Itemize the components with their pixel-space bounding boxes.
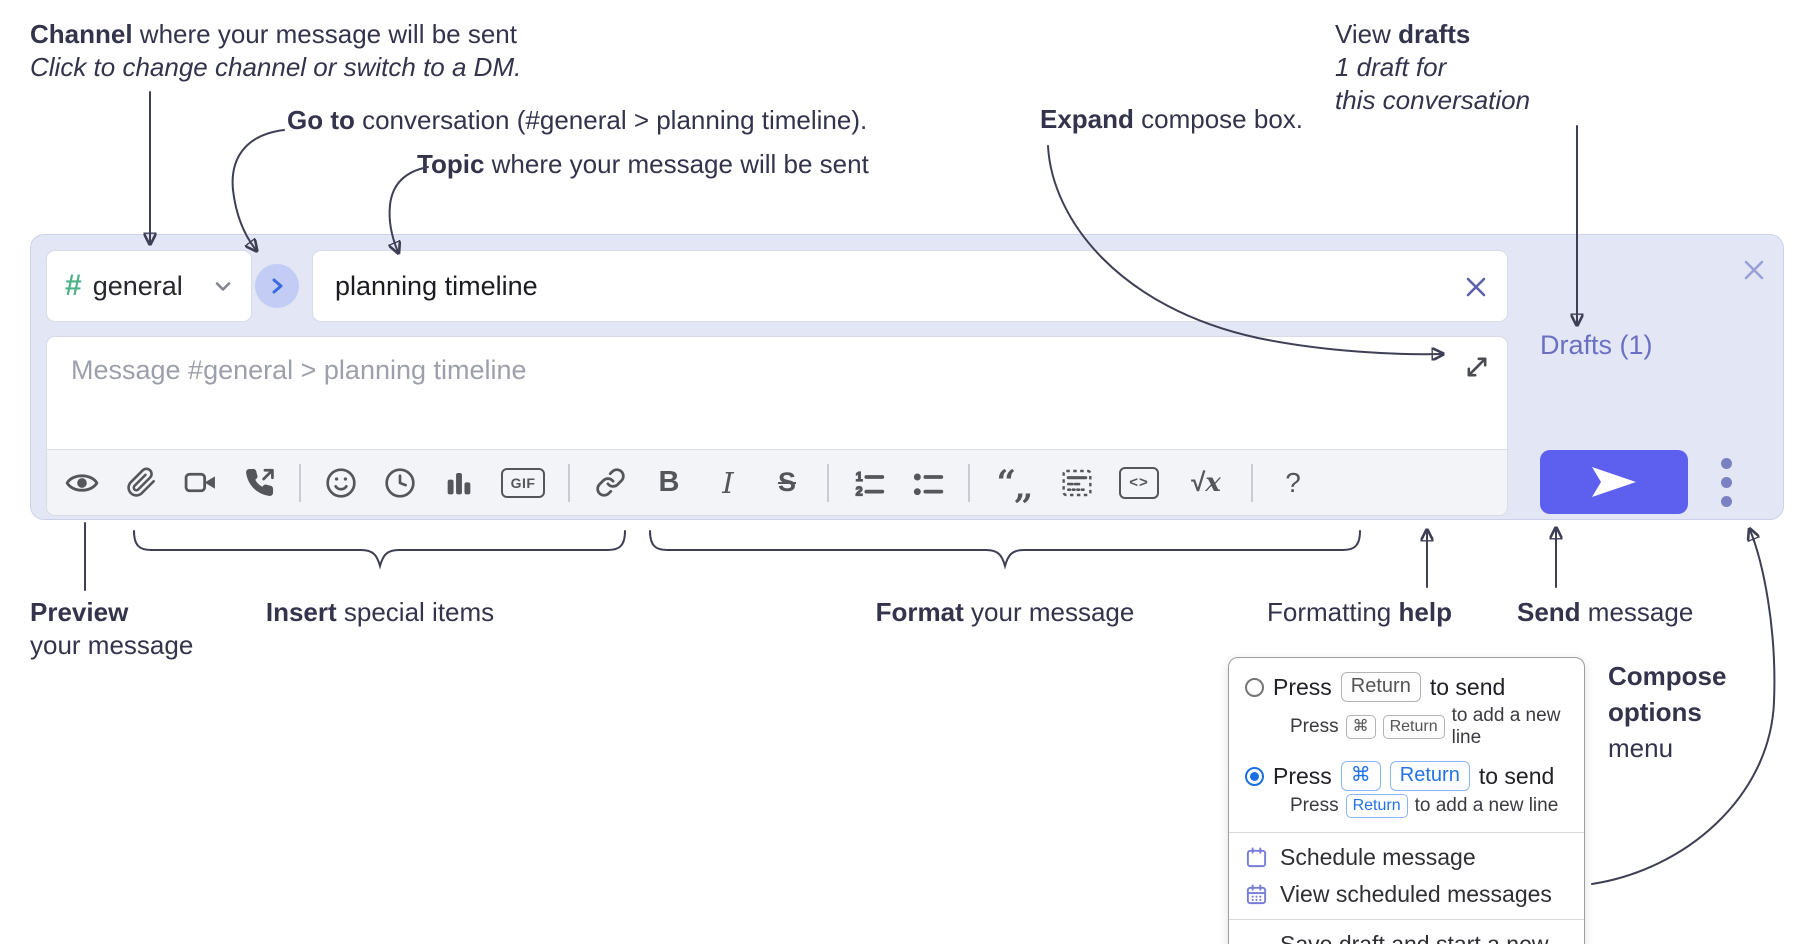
return-key: Return <box>1345 794 1408 818</box>
compose-options-annotation: Compose options menu <box>1608 661 1727 763</box>
send-shortcut-option-2[interactable]: Press ⌘ Return to send Press Return to a… <box>1229 757 1584 826</box>
preview-button[interactable] <box>63 463 101 503</box>
channel-selector[interactable]: # general <box>46 250 252 322</box>
send-shortcut-option-1[interactable]: Press Return to send Press ⌘ Return to a… <box>1229 668 1584 757</box>
smiley-icon <box>326 467 356 498</box>
popup-divider <box>1229 832 1584 833</box>
code-button[interactable]: <> <box>1117 463 1161 503</box>
compose-options-popup: Press Return to send Press ⌘ Return to a… <box>1228 657 1585 944</box>
strikethrough-icon: S <box>777 467 796 497</box>
clock-icon <box>385 467 415 498</box>
expand-annotation: Expand compose box. <box>1040 104 1304 134</box>
send-annotation: Send message <box>1517 597 1694 627</box>
expand-icon <box>1467 357 1487 377</box>
spoiler-icon <box>1062 469 1092 496</box>
quote-icon: “„ <box>996 462 1033 508</box>
chevron-right-icon <box>272 278 283 294</box>
italic-button[interactable]: I <box>709 463 747 503</box>
paperclip-icon <box>126 467 155 497</box>
format-brace <box>649 530 1361 570</box>
strikethrough-button[interactable]: S <box>768 463 806 503</box>
return-key: Return <box>1382 715 1445 739</box>
video-call-button[interactable] <box>181 463 219 503</box>
return-key: Return <box>1340 672 1421 702</box>
gif-button[interactable]: GIF <box>499 463 547 503</box>
formatting-help-annotation: Formatting help <box>1267 597 1452 627</box>
italic-icon: I <box>722 465 734 500</box>
topic-clear-button[interactable] <box>1457 268 1495 306</box>
bar-chart-icon <box>447 472 471 494</box>
bulleted-list-button[interactable] <box>909 463 947 503</box>
voice-call-button[interactable] <box>240 463 278 503</box>
message-input[interactable] <box>47 337 1507 449</box>
channel-name: general <box>92 270 183 301</box>
svg-text:2: 2 <box>856 484 863 498</box>
phone-outgoing-icon <box>245 468 274 496</box>
time-button[interactable] <box>381 463 419 503</box>
send-icon <box>1592 467 1636 497</box>
radio-unselected-icon[interactable] <box>1245 677 1264 697</box>
close-icon <box>1744 260 1764 280</box>
gif-icon: GIF <box>501 467 545 498</box>
drafts-annotation: View drafts 1 draft for this conversatio… <box>1335 19 1531 115</box>
insert-brace <box>133 530 626 570</box>
view-scheduled-messages-item[interactable]: View scheduled messages <box>1229 876 1584 913</box>
message-area: GIF B I S 12 “„ <> <box>46 336 1508 516</box>
radio-selected-icon[interactable] <box>1245 766 1264 786</box>
preview-annotation: Preview your message <box>30 597 194 660</box>
code-icon: <> <box>1119 466 1159 499</box>
topic-annotation: Topic where your message will be sent <box>417 149 869 179</box>
go-to-conversation-button[interactable] <box>255 264 299 308</box>
expand-compose-button[interactable] <box>1457 347 1497 387</box>
attach-file-button[interactable] <box>122 463 160 503</box>
close-icon <box>1466 277 1486 297</box>
send-button[interactable] <box>1540 450 1688 514</box>
ellipsis-vertical-icon <box>1720 457 1732 469</box>
insert-annotation: Insert special items <box>265 597 495 627</box>
message-formatting-help-button[interactable]: ? <box>1274 463 1312 503</box>
drafts-link[interactable]: Drafts (1) <box>1540 330 1653 360</box>
compose-options-button[interactable] <box>1706 452 1746 512</box>
toolbar-divider <box>968 463 970 502</box>
bulleted-list-icon <box>913 473 944 495</box>
math-button[interactable]: √x <box>1182 463 1230 503</box>
video-camera-icon <box>184 472 215 493</box>
numbered-list-icon: 12 <box>855 469 885 499</box>
channel-hash-icon: # <box>65 269 82 302</box>
bold-button[interactable]: B <box>650 463 688 503</box>
topic-input[interactable] <box>313 270 1507 302</box>
calendar-grid-icon <box>1246 884 1267 905</box>
topic-field-container <box>312 250 1508 322</box>
math-icon: √x <box>1191 467 1221 498</box>
format-annotation: Format your message <box>875 597 1135 627</box>
chevron-down-icon <box>215 282 231 291</box>
poll-button[interactable] <box>440 463 478 503</box>
toolbar-divider <box>299 463 301 502</box>
toolbar-divider <box>827 463 829 502</box>
question-mark-icon: ? <box>1285 466 1301 498</box>
quote-button[interactable]: “„ <box>991 462 1037 508</box>
command-key: ⌘ <box>1345 715 1376 739</box>
channel-annotation: Channel where your message will be sent … <box>30 19 522 82</box>
compose-close-button[interactable] <box>1734 250 1774 290</box>
command-key: ⌘ <box>1340 761 1381 791</box>
spoiler-button[interactable] <box>1058 463 1096 503</box>
svg-text:1: 1 <box>856 470 863 484</box>
toolbar-divider <box>1251 463 1253 502</box>
eye-icon <box>65 473 99 492</box>
goto-connector <box>231 129 285 250</box>
schedule-message-item[interactable]: Schedule message <box>1229 839 1584 876</box>
return-key: Return <box>1389 761 1470 791</box>
popup-divider <box>1229 919 1584 920</box>
save-draft-new-message-item[interactable]: Save draft and start a new message <box>1280 931 1549 944</box>
link-button[interactable] <box>591 463 629 503</box>
goto-annotation: Go to conversation (#general > planning … <box>287 105 868 135</box>
emoji-button[interactable] <box>322 463 360 503</box>
bold-icon: B <box>658 466 680 498</box>
calendar-icon <box>1246 847 1267 868</box>
link-icon <box>595 468 625 497</box>
toolbar-divider <box>568 463 570 502</box>
